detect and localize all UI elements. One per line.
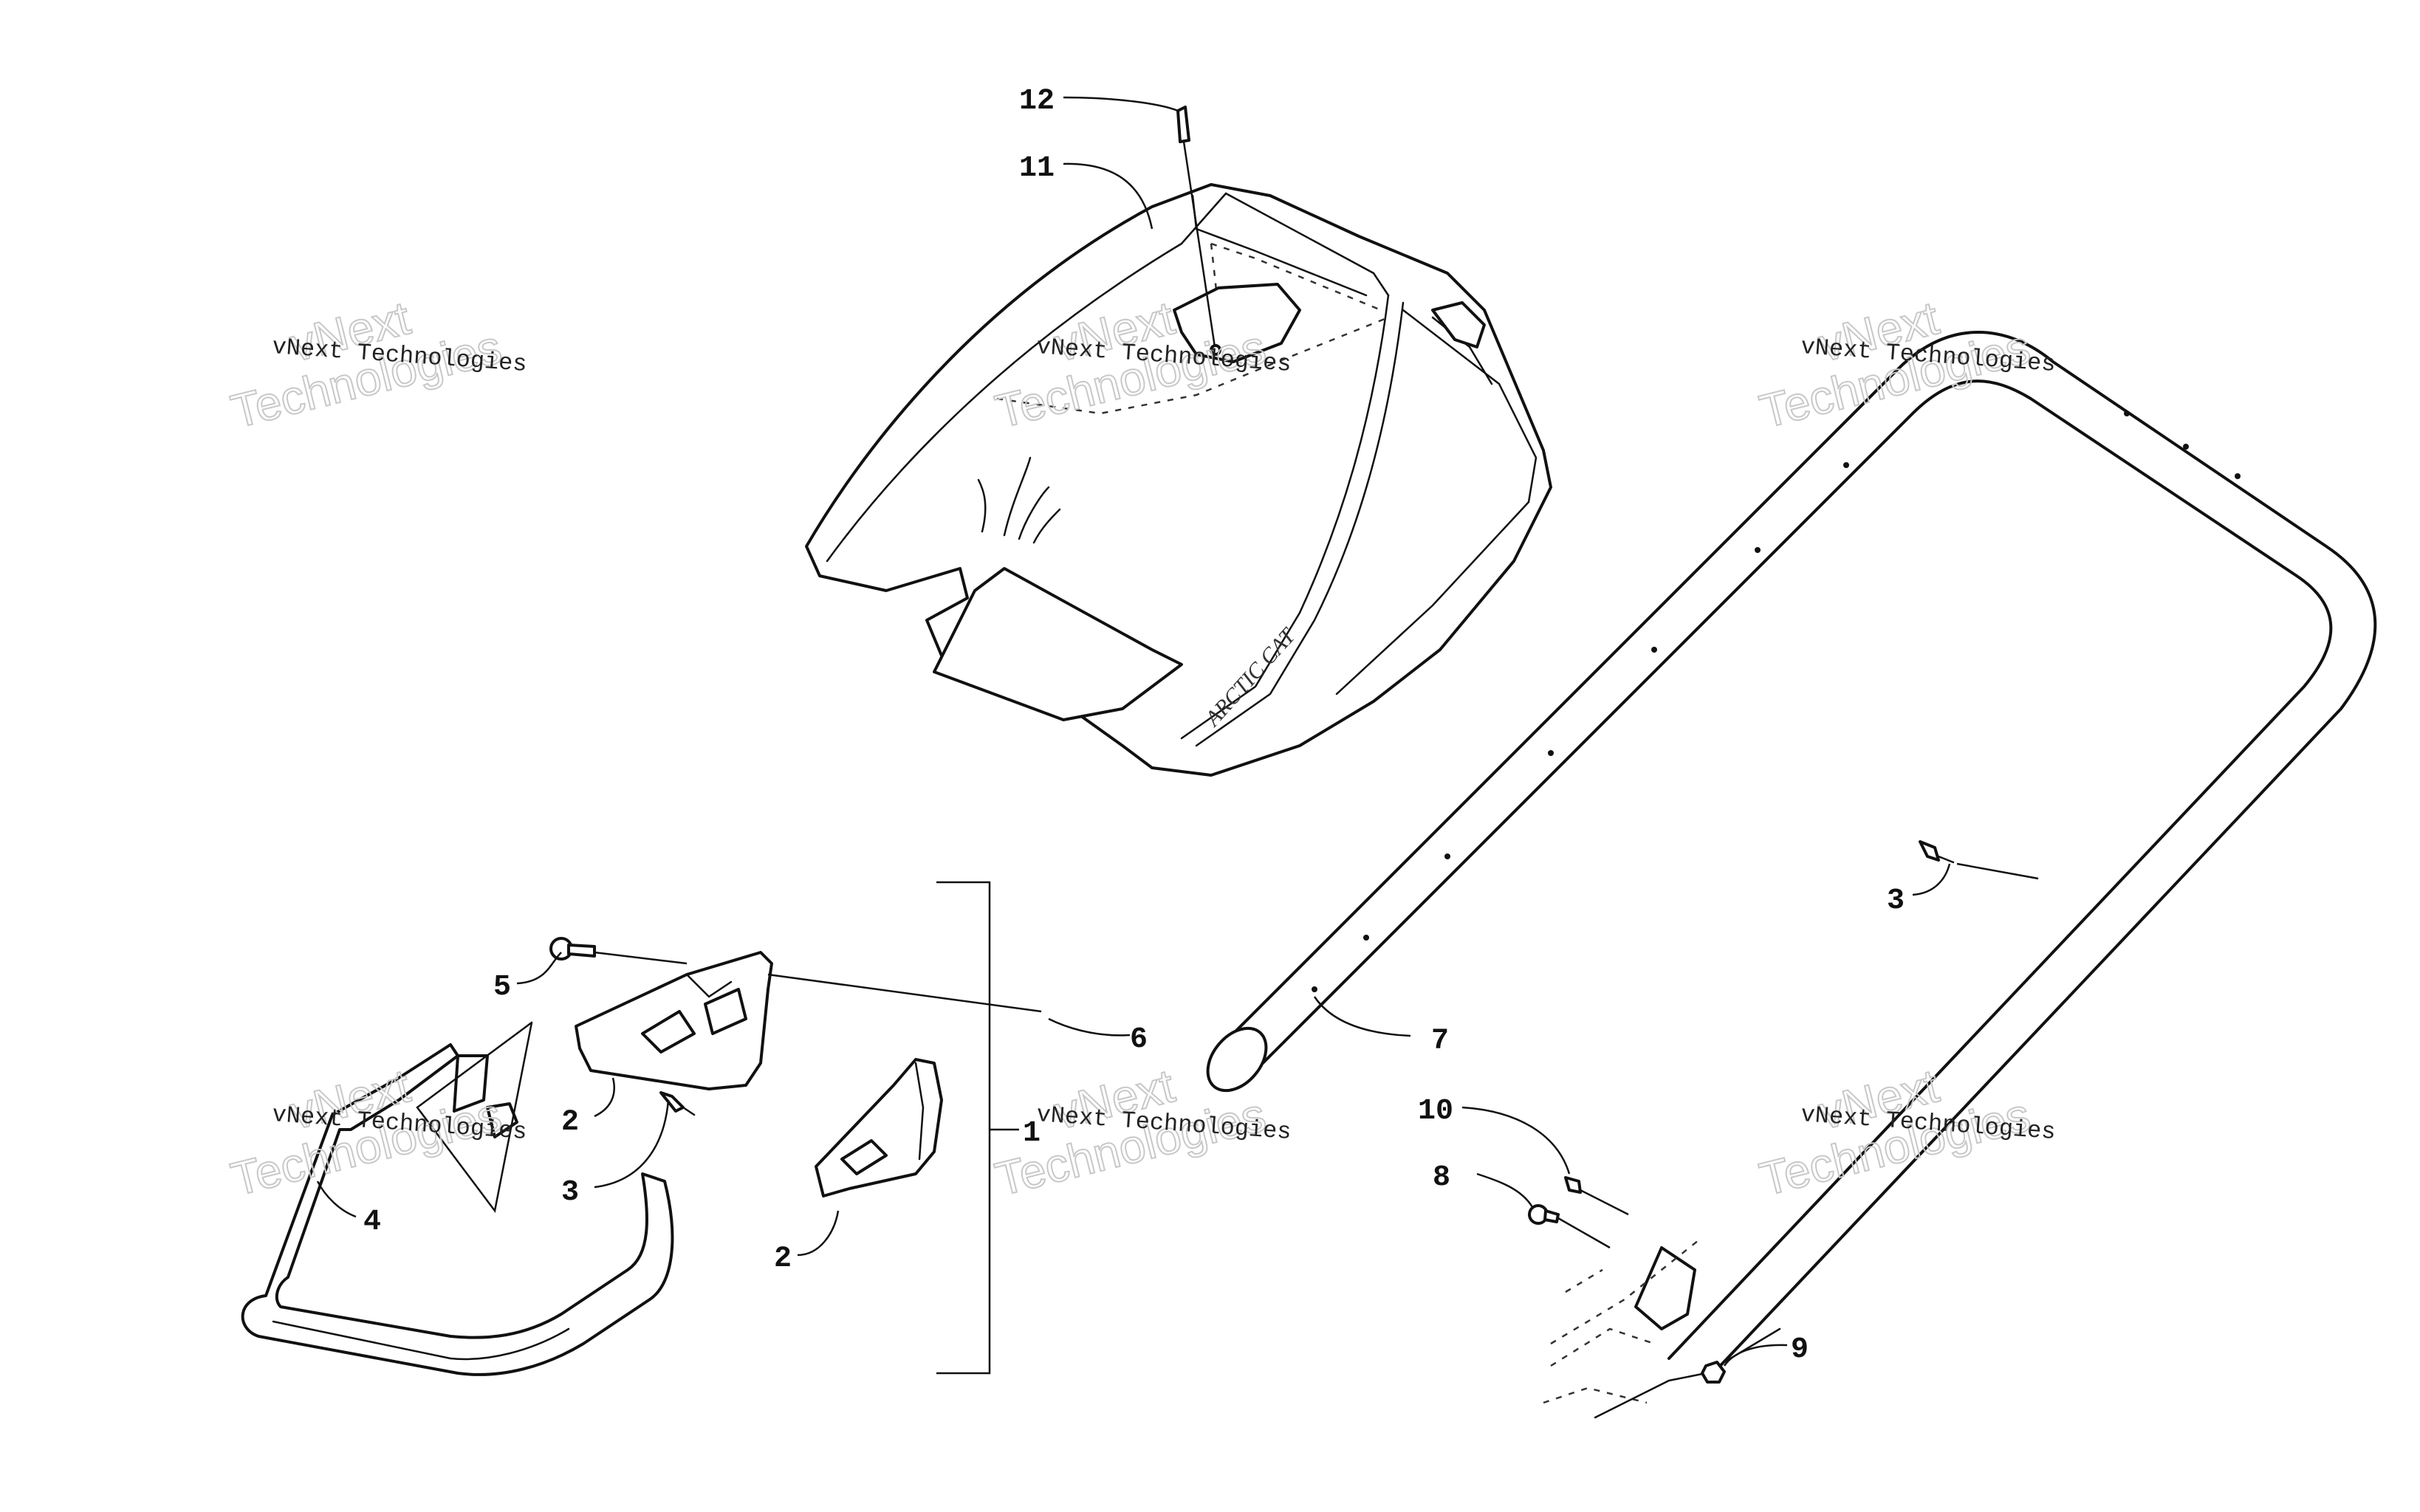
retaining-pin bbox=[1176, 106, 1221, 356]
callout-3-right: 3 bbox=[1887, 884, 1905, 918]
callout-7: 7 bbox=[1431, 1025, 1449, 1058]
callout-6: 6 bbox=[1130, 1023, 1148, 1056]
bolt bbox=[549, 937, 596, 961]
bracket-lower bbox=[815, 1058, 943, 1197]
seat-cover: ARCTIC CAT bbox=[805, 183, 1552, 777]
callout-11: 11 bbox=[1019, 152, 1055, 185]
callout-12: 12 bbox=[1019, 85, 1055, 118]
watermark-4: vNext Technologies vNext Technologies bbox=[225, 1058, 528, 1206]
watermark-6: vNext Technologies vNext Technologies bbox=[1754, 1058, 2057, 1206]
assembly-bracket bbox=[936, 881, 991, 1375]
nut bbox=[1701, 1361, 1726, 1384]
rivet-right bbox=[1919, 840, 1955, 864]
callout-2-upper: 2 bbox=[561, 1106, 579, 1139]
watermark-5: vNext Technologies vNext Technologies bbox=[990, 1058, 1292, 1206]
rivet-pin bbox=[1564, 1176, 1629, 1216]
callout-10: 10 bbox=[1418, 1095, 1453, 1128]
callout-4: 4 bbox=[363, 1206, 381, 1239]
callout-5: 5 bbox=[493, 971, 511, 1004]
rivet-left bbox=[659, 1091, 696, 1116]
leader-lines bbox=[316, 96, 2039, 1367]
bracket-upper bbox=[575, 951, 773, 1090]
watermark-1: vNext Technologies vNext Technologies bbox=[225, 290, 528, 439]
callout-2-lower: 2 bbox=[774, 1243, 792, 1276]
callout-9: 9 bbox=[1791, 1333, 1809, 1367]
bumper bbox=[241, 1043, 674, 1376]
watermark-3: vNext Technologies vNext Technologies bbox=[1754, 290, 2057, 439]
callout-1: 1 bbox=[1023, 1117, 1041, 1150]
screw bbox=[1528, 1204, 1611, 1249]
roll-bar bbox=[1206, 331, 2377, 1375]
callout-8: 8 bbox=[1433, 1161, 1450, 1195]
callout-3-left: 3 bbox=[561, 1176, 579, 1209]
